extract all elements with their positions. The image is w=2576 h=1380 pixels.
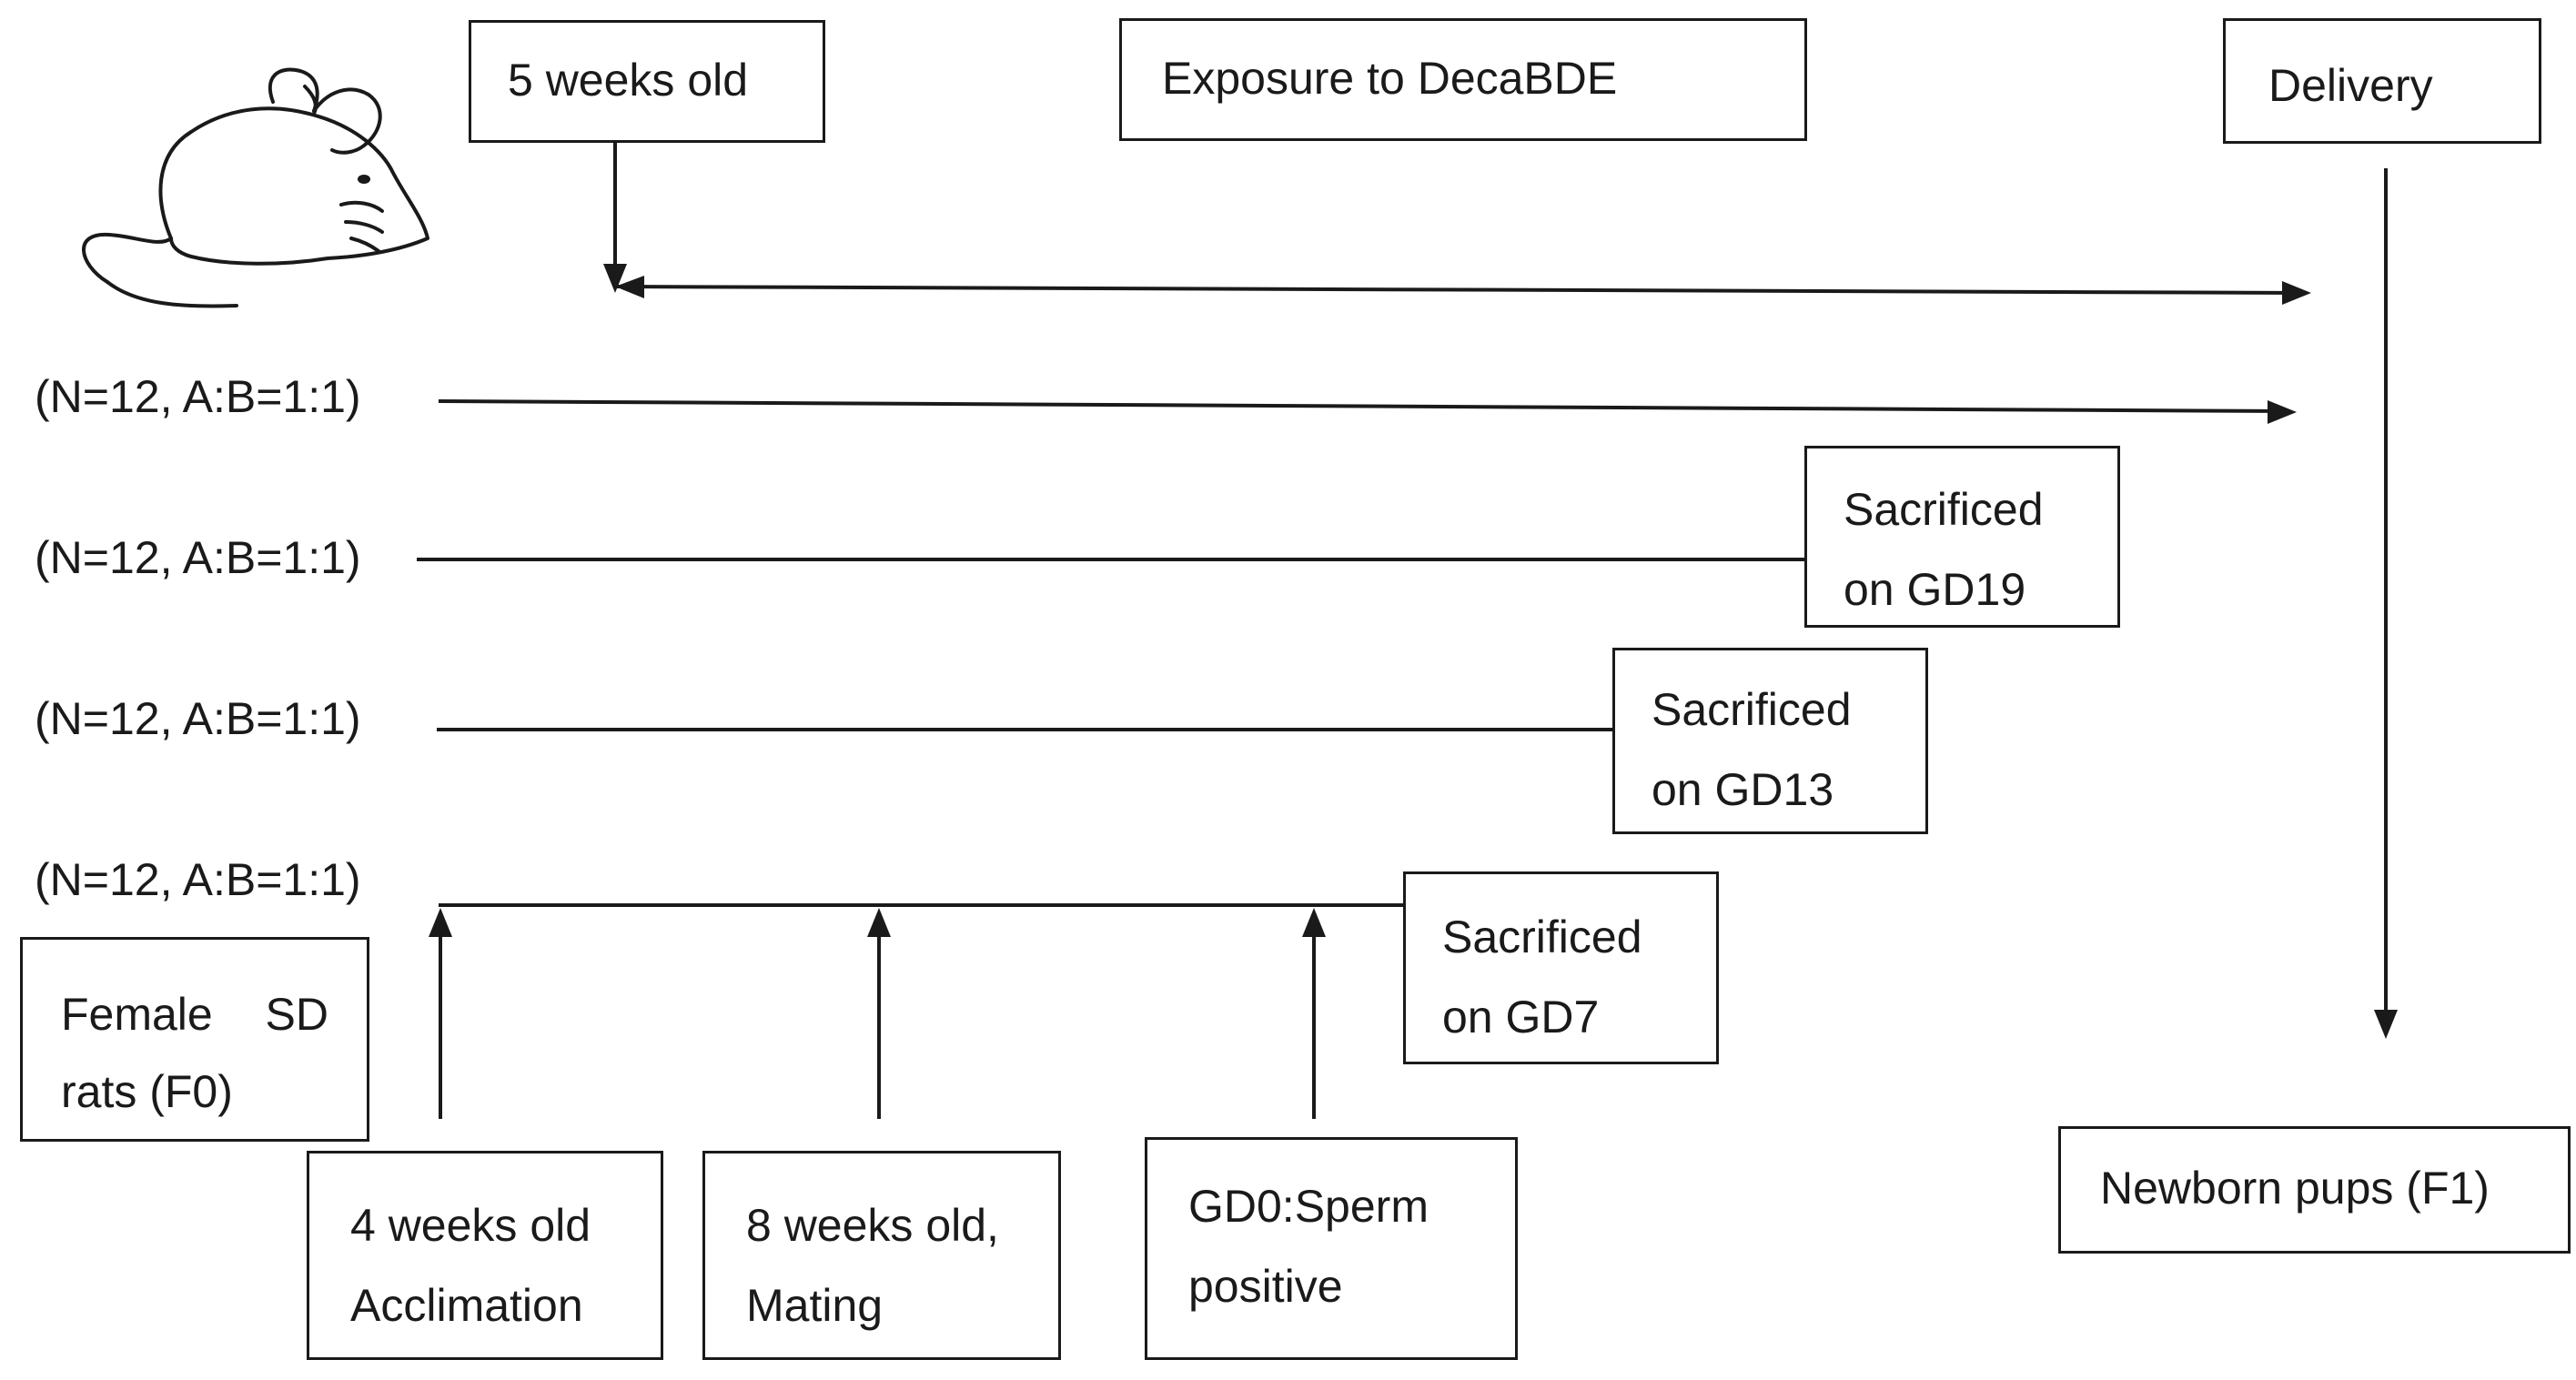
female-label: Female	[61, 989, 213, 1040]
exposure-box: Exposure to DecaBDE	[1119, 18, 1807, 141]
sacrificed-gd7-line-1: Sacrificed	[1442, 912, 1642, 962]
sperm-line-1: GD0:Sperm	[1188, 1181, 1429, 1232]
sd-label: SD	[265, 989, 328, 1040]
female-rats-line-1: Female SD	[61, 976, 328, 1053]
acclimation-line-1: 4 weeks old	[350, 1200, 591, 1251]
sacrificed-gd19-line-2: on GD19	[1844, 563, 2026, 615]
arrowhead-five-weeks	[603, 264, 627, 293]
arrowhead-sperm	[1302, 908, 1326, 937]
group-label-4: (N=12, A:B=1:1)	[35, 854, 361, 905]
sacrificed-gd7-box: Sacrificed on GD7	[1403, 871, 1719, 1064]
acclimation-line-2: Acclimation	[350, 1279, 583, 1331]
five-weeks-old-label: 5 weeks old	[508, 55, 749, 106]
arrowhead-delivery	[2374, 1010, 2398, 1039]
sacrificed-gd13-box: Sacrificed on GD13	[1612, 648, 1928, 834]
sperm-positive-box: GD0:Sperm positive	[1145, 1137, 1518, 1360]
female-rats-line-2: rats (F0)	[61, 1066, 233, 1117]
arrowhead-group-1	[2268, 400, 2297, 424]
sacrificed-gd7-line-2: on GD7	[1442, 991, 1600, 1043]
rat-icon	[82, 67, 429, 308]
newborn-pups-box: Newborn pups (F1)	[2058, 1126, 2571, 1254]
line-group-1	[438, 399, 2289, 413]
arrowhead-exposure-right	[2282, 281, 2311, 305]
newborn-pups-label: Newborn pups (F1)	[2100, 1163, 2490, 1214]
arrow-exposure-period	[616, 285, 2303, 295]
mating-line-2: Mating	[746, 1279, 884, 1331]
group-label-3: (N=12, A:B=1:1)	[35, 693, 361, 744]
delivery-box: Delivery	[2223, 18, 2541, 144]
delivery-label: Delivery	[2268, 60, 2433, 111]
five-weeks-old-box: 5 weeks old	[469, 20, 825, 143]
exposure-label: Exposure to DecaBDE	[1162, 53, 1618, 104]
arrowhead-acclimation	[429, 908, 452, 937]
sacrificed-gd13-line-1: Sacrificed	[1652, 684, 1852, 735]
mating-line-1: 8 weeks old,	[746, 1200, 999, 1251]
arrowhead-mating	[867, 908, 891, 937]
female-rats-box: Female SD rats (F0)	[20, 937, 369, 1142]
arrowhead-exposure-left	[615, 276, 644, 298]
acclimation-box: 4 weeks old Acclimation	[307, 1151, 663, 1360]
sperm-line-2: positive	[1188, 1260, 1343, 1312]
sacrificed-gd19-box: Sacrificed on GD19	[1804, 446, 2120, 628]
sacrificed-gd19-line-1: Sacrificed	[1844, 484, 2044, 535]
group-label-2: (N=12, A:B=1:1)	[35, 532, 361, 583]
sacrificed-gd13-line-2: on GD13	[1652, 763, 1834, 815]
group-label-1: (N=12, A:B=1:1)	[35, 371, 361, 422]
mating-box: 8 weeks old, Mating	[702, 1151, 1061, 1360]
